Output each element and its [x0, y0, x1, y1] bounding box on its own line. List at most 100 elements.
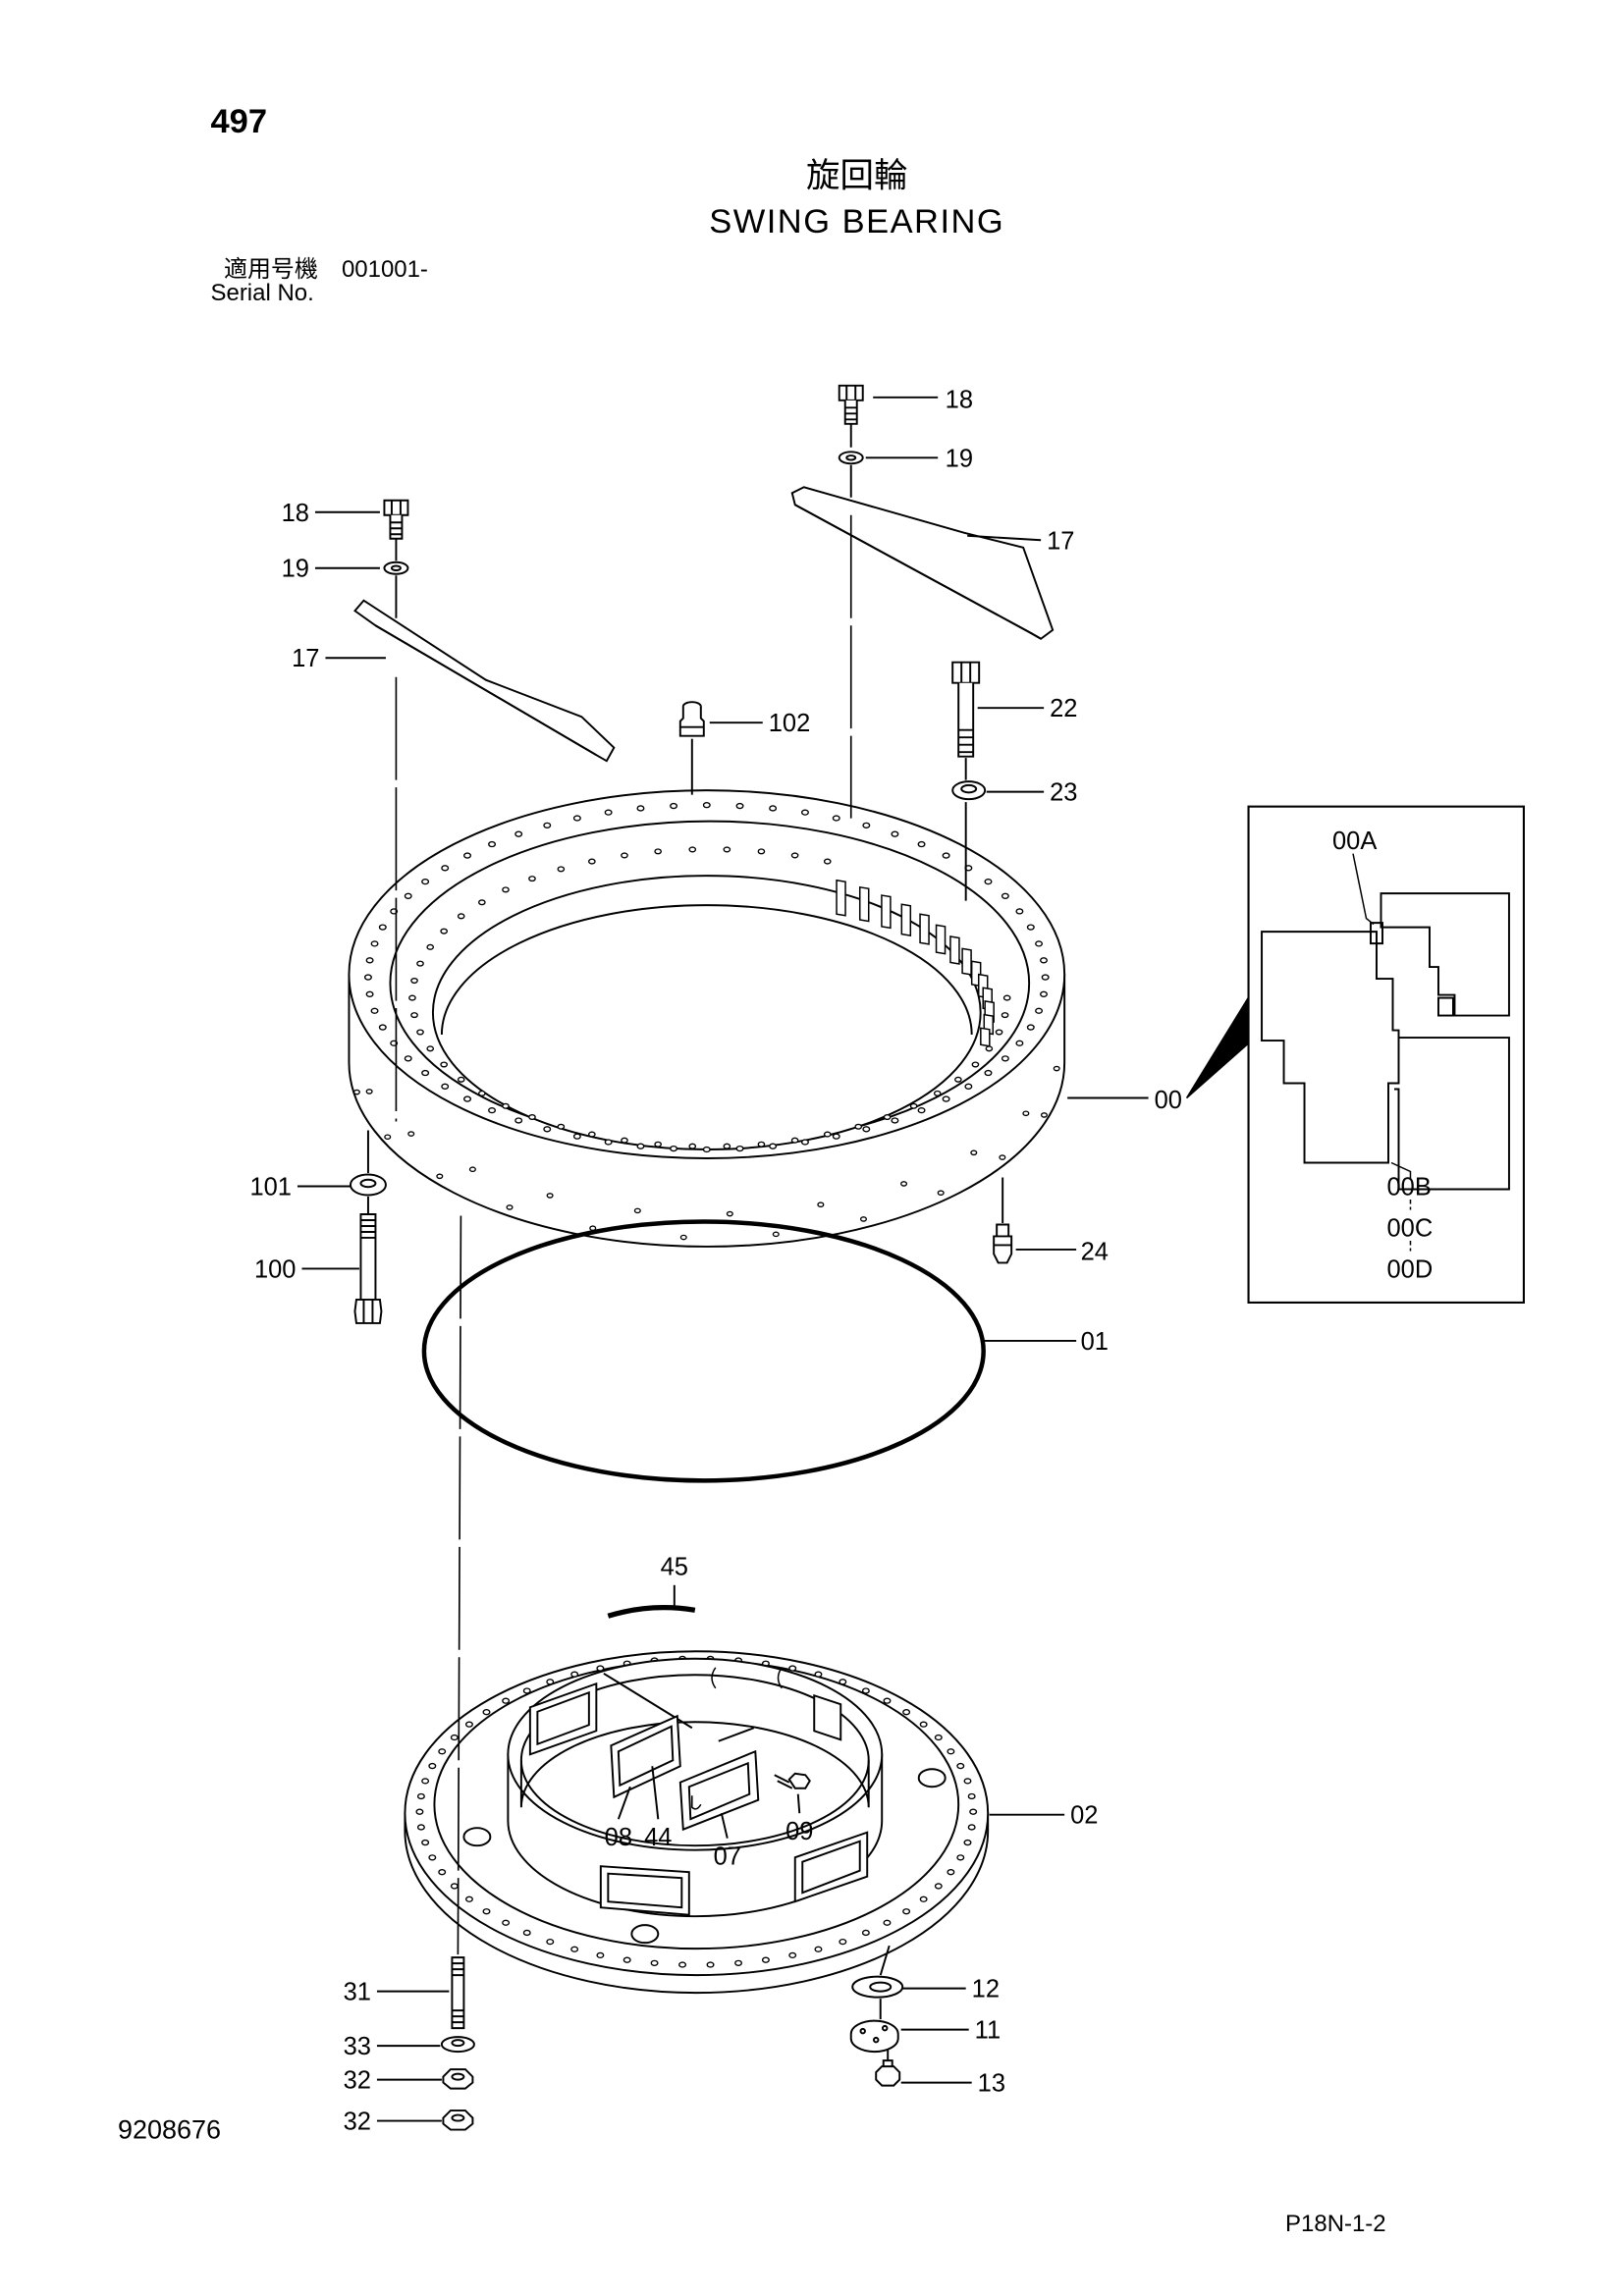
plate-outline — [790, 486, 1055, 640]
grease-nipple — [678, 701, 705, 737]
bolt-hole — [416, 1792, 425, 1800]
bolt-hole — [604, 1139, 613, 1146]
callout-12: 12 — [972, 1976, 1000, 2003]
hex-bolt-lower — [353, 1212, 383, 1324]
bolt-hole — [814, 1671, 823, 1678]
bolt-hole — [488, 1106, 497, 1114]
bolt-hole — [502, 1697, 511, 1704]
bolt-hole — [688, 1143, 697, 1149]
bolt-hole — [947, 1748, 955, 1755]
washer-inner — [359, 1178, 377, 1189]
plate-12 — [851, 1975, 904, 1999]
washer-inner — [451, 2039, 465, 2048]
callout-19: 19 — [946, 445, 973, 472]
bolt-hole — [823, 1131, 832, 1138]
bolt-hole — [788, 1951, 797, 1959]
bolt-09 — [774, 1772, 811, 1789]
callout-09: 09 — [785, 1818, 813, 1845]
side-hole — [900, 1181, 908, 1187]
ring-inner-opening — [431, 875, 982, 1150]
guide-line — [879, 1945, 891, 2061]
leader-line — [720, 1812, 729, 1839]
serial-value: 001001- — [342, 256, 428, 283]
washer-right — [838, 451, 864, 465]
bolt-hole — [428, 1762, 437, 1770]
bolt-hole — [984, 1069, 993, 1077]
side-hole — [633, 1207, 641, 1214]
bolt-hole — [1035, 940, 1044, 947]
bolt-hole — [502, 1919, 511, 1926]
bolt-hole — [522, 1929, 531, 1937]
leader-line — [617, 1786, 631, 1820]
bolt-hole — [363, 974, 372, 981]
side-hole — [859, 1216, 868, 1222]
leader-lines — [297, 396, 1149, 2122]
bolt-hole — [478, 1090, 486, 1096]
thick-washer — [951, 780, 987, 801]
bolt-hole — [891, 830, 899, 837]
cover-11 — [849, 2019, 899, 2054]
bolt-hole — [426, 1045, 435, 1052]
bolt-hole — [1041, 974, 1050, 981]
serial-label-japanese: 適用号機 — [224, 256, 318, 283]
bolt-hole — [428, 1854, 437, 1861]
bolt-hole — [623, 1956, 631, 1963]
side-hole — [772, 1231, 780, 1238]
bolt-hole — [790, 852, 799, 859]
plate-edge — [374, 624, 597, 757]
callout-22: 22 — [1050, 695, 1077, 722]
bolt-shank — [774, 1774, 793, 1789]
bolt-hole — [378, 1024, 387, 1031]
detail-frame — [1247, 805, 1525, 1304]
bolt-hole — [790, 1137, 799, 1144]
callout-11: 11 — [975, 2017, 1001, 2045]
side-hole — [436, 1173, 444, 1180]
cover-hole — [859, 2027, 866, 2035]
leader-00B — [1390, 1161, 1412, 1179]
leader-00A — [1352, 853, 1375, 926]
bolt-hole — [440, 1061, 448, 1068]
plate-large-hole — [917, 1768, 947, 1789]
bolt-hole — [702, 1146, 711, 1153]
bolt-hole — [967, 1792, 976, 1800]
bolt-hole — [1015, 908, 1024, 915]
bolt-hole — [670, 802, 678, 810]
bolt-hole — [502, 1102, 510, 1109]
side-hole — [1040, 1112, 1048, 1118]
title-japanese: 旋回輪 — [806, 157, 907, 194]
bolt-hole — [1026, 1024, 1035, 1031]
gear-tooth — [836, 879, 846, 917]
bolt-hole — [572, 815, 581, 822]
bolt-hole — [588, 858, 596, 865]
bolt-hole — [734, 1959, 743, 1966]
bolt-hole — [1001, 892, 1009, 899]
callout-100: 100 — [254, 1255, 297, 1283]
side-hole — [365, 1089, 373, 1095]
bolt-hole — [572, 1133, 581, 1140]
washer-inner — [390, 564, 402, 571]
bolt-hole — [404, 1055, 412, 1062]
bolt-hole — [1015, 1040, 1024, 1046]
bolt-hole — [463, 1095, 471, 1102]
bolt-hole — [919, 1721, 928, 1728]
bolt-hole — [450, 1734, 459, 1741]
nut-32-lower — [442, 2109, 474, 2131]
title-english: SWING BEARING — [709, 203, 1004, 240]
bolt-hole — [947, 1869, 955, 1876]
detail-pointer — [1185, 991, 1251, 1099]
cylinder-back-wall — [519, 1721, 870, 1808]
washer-33 — [440, 2036, 475, 2054]
gear-tooth — [900, 903, 912, 937]
bolt-hole — [723, 1143, 731, 1149]
callout-labels: 18 19 17 18 19 17 102 22 23 00 101 100 2… — [249, 386, 1181, 2135]
gear-tooth — [949, 935, 960, 965]
internal-gear-teeth — [836, 879, 995, 1047]
bolt-hole — [1040, 957, 1048, 964]
cover-plate-08 — [610, 1714, 681, 1799]
bolt-hole — [557, 1123, 566, 1130]
bolt-hole — [995, 1029, 1003, 1036]
bolt-hole — [438, 1869, 447, 1876]
bolt-hole — [839, 1679, 847, 1685]
callout-45: 45 — [661, 1553, 688, 1580]
side-hole — [970, 1149, 978, 1156]
